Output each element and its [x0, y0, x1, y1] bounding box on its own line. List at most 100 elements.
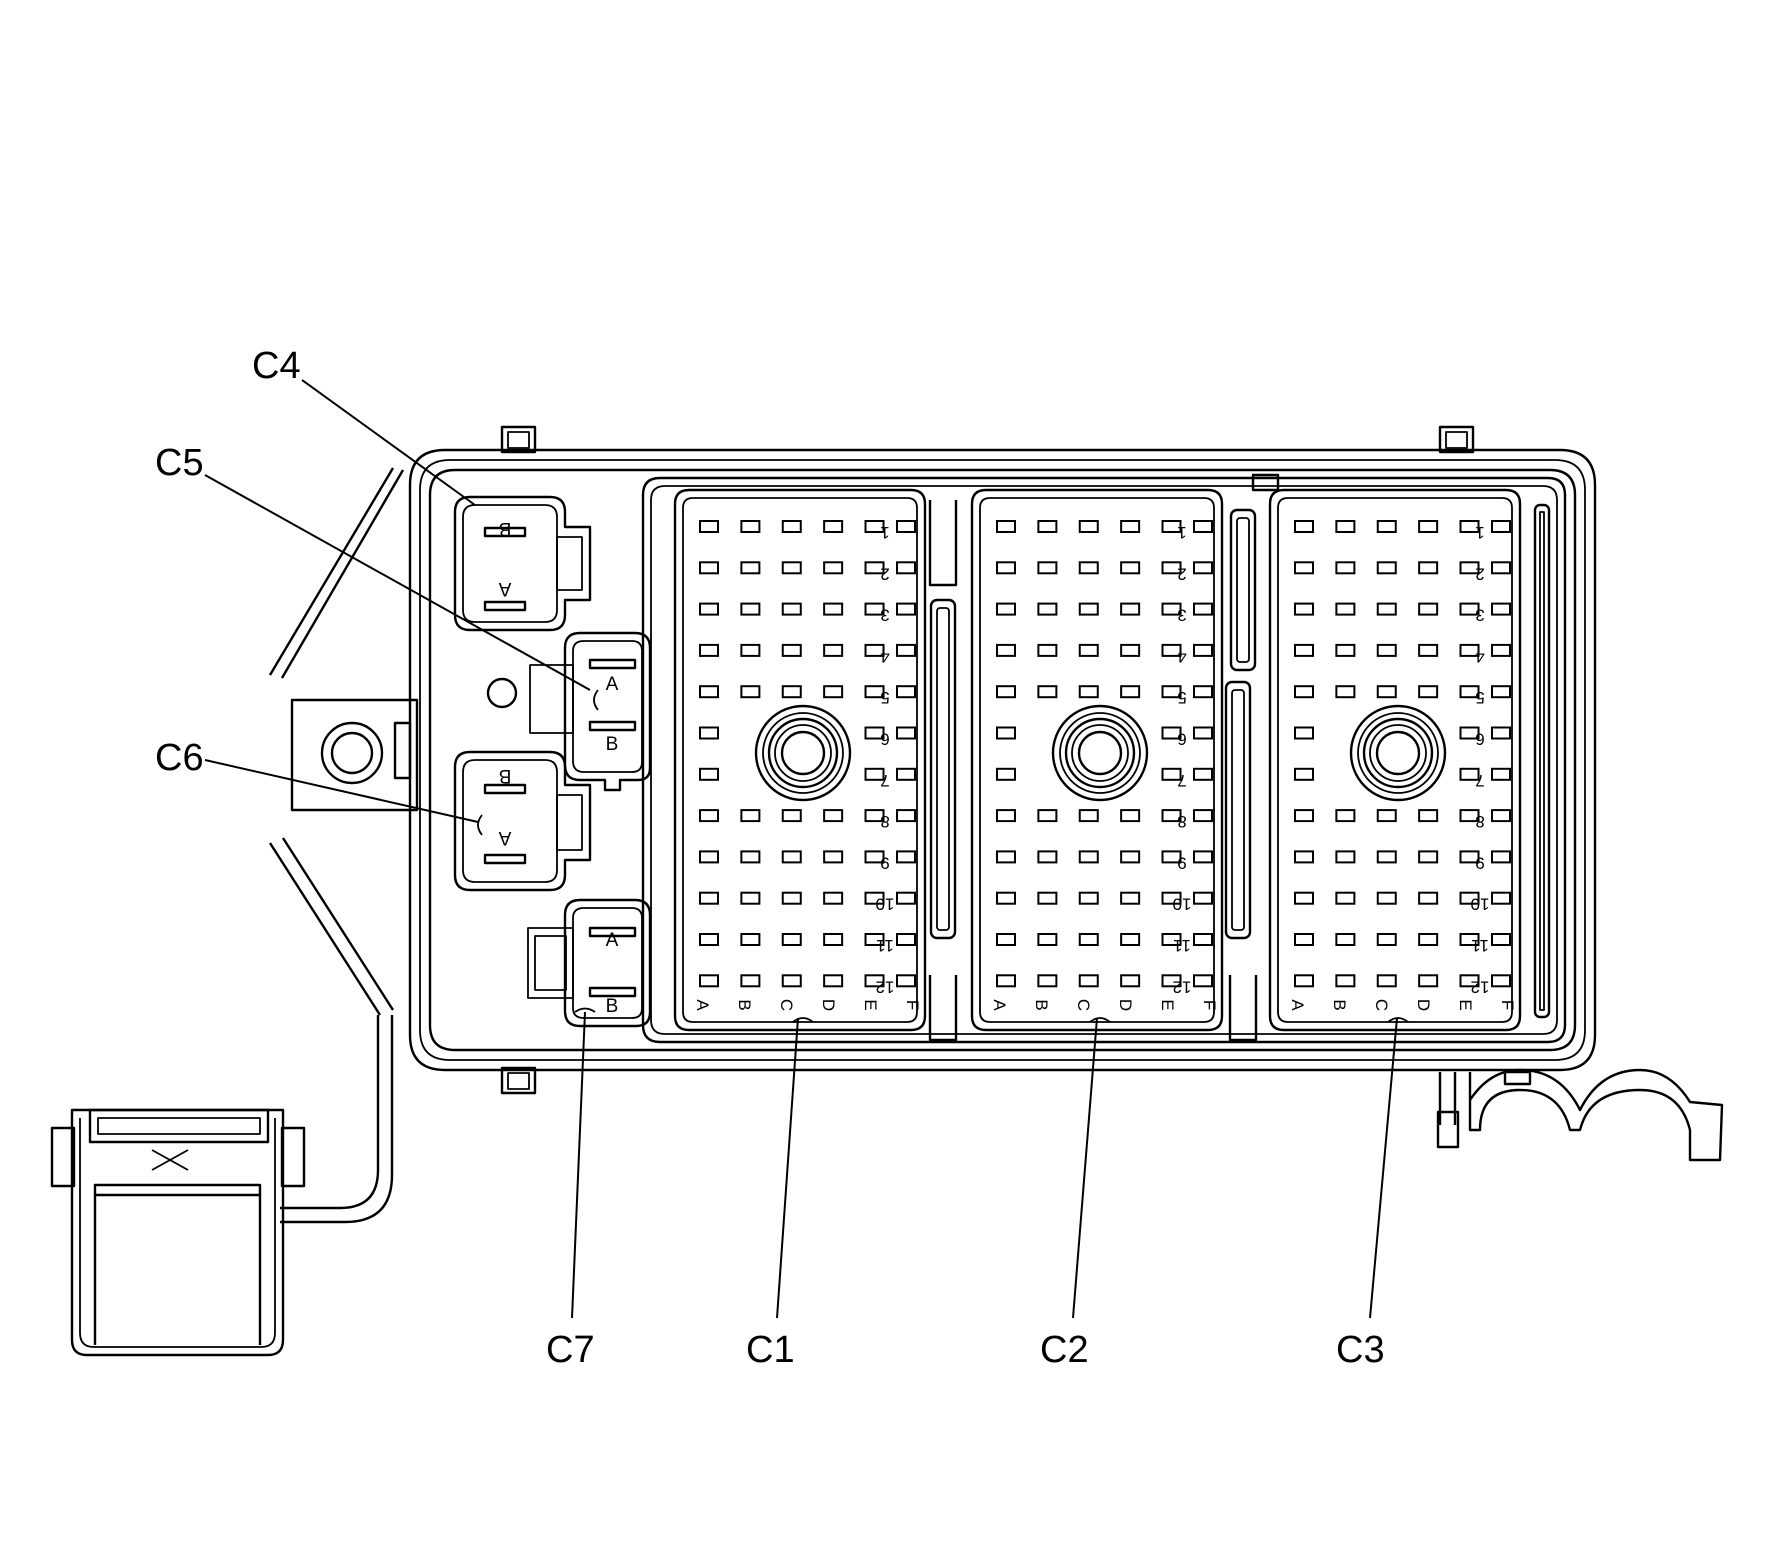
terminal-cavity — [1418, 561, 1439, 575]
terminal-cavity — [1491, 933, 1511, 946]
terminal-cavity — [740, 643, 761, 657]
terminal-cavity — [1161, 643, 1182, 657]
mark — [1089, 1017, 1111, 1023]
terminal-cavity — [1193, 520, 1213, 533]
row-label: 11 — [1173, 936, 1191, 955]
center-bolt-ring — [774, 724, 832, 782]
left-bracket — [268, 467, 518, 1224]
terminal-cavity — [896, 974, 916, 988]
column-label: E — [1456, 999, 1475, 1010]
column-label: C — [777, 999, 796, 1011]
terminal-cavity — [1418, 602, 1439, 616]
terminal-cavity — [1161, 891, 1182, 905]
terminal-cavity — [740, 561, 761, 575]
terminal-cavity — [1120, 891, 1141, 905]
terminal-cavity — [740, 891, 761, 905]
terminal-cavity — [1376, 685, 1397, 699]
terminal-cavity — [781, 685, 802, 699]
terminal-cavity — [1161, 520, 1182, 533]
terminal-cavity — [1078, 602, 1099, 616]
center-bolt-ring — [1064, 717, 1136, 789]
row-label: 9 — [1177, 853, 1186, 872]
terminal-cavity — [823, 891, 844, 905]
row-label: 3 — [880, 606, 889, 625]
terminal-cavity — [996, 933, 1016, 946]
terminal-cavity — [781, 643, 802, 657]
terminal-cavity — [896, 850, 916, 864]
terminal-cavity — [699, 809, 719, 823]
terminal-cavity — [1459, 685, 1480, 699]
terminal-cavity — [699, 602, 719, 616]
terminal-cavity — [781, 850, 802, 864]
terminal-cavity — [864, 643, 885, 657]
terminal-cavity — [781, 520, 802, 533]
terminal-cavity — [896, 809, 916, 823]
row-label: 5 — [1177, 688, 1186, 707]
terminal-cavity — [1161, 726, 1182, 740]
divider-notch — [928, 975, 958, 1042]
center-bolt-ring — [780, 730, 826, 776]
terminal-cavity — [781, 602, 802, 616]
terminal-cavity — [699, 643, 719, 657]
terminal-cavity — [1335, 685, 1356, 699]
terminal-cavity — [1078, 561, 1099, 575]
terminal-cavity — [996, 520, 1016, 533]
terminal-cavity — [740, 809, 761, 823]
terminal-cavity — [1294, 602, 1314, 616]
connector-c7-body — [527, 898, 652, 1028]
terminal-cavity — [896, 520, 916, 533]
terminal-cavity — [1037, 520, 1058, 533]
row-label: 4 — [1475, 647, 1484, 666]
terminal-cavity — [1193, 891, 1213, 905]
terminal-cavity — [1459, 850, 1480, 864]
row-label: 2 — [1177, 564, 1186, 583]
terminal-cavity — [1037, 891, 1058, 905]
terminal-cavity — [1491, 726, 1511, 740]
row-label: 1 — [1475, 523, 1484, 542]
callout-c6: C6 — [155, 737, 204, 779]
terminal-cavity — [1078, 809, 1099, 823]
terminal-cavity — [1078, 974, 1099, 988]
terminal-cavity — [823, 602, 844, 616]
terminal-cavity — [781, 809, 802, 823]
terminal-cavity — [1193, 974, 1213, 988]
column-label: D — [819, 999, 838, 1011]
terminal-cavity — [1335, 602, 1356, 616]
divider-notch — [1228, 975, 1258, 1042]
terminal-cavity — [699, 520, 719, 533]
terminal-cavity — [1193, 643, 1213, 657]
terminal-cavity — [699, 561, 719, 575]
terminal-cavity — [1120, 974, 1141, 988]
connector-c3-outline — [1268, 488, 1522, 1032]
connector-c3-inner-outline — [1277, 497, 1513, 1023]
terminal-cavity — [1078, 933, 1099, 946]
terminal-cavity — [1335, 561, 1356, 575]
column-label: B — [1032, 999, 1051, 1010]
terminal-cavity — [1193, 685, 1213, 699]
c6-pin-a: A — [498, 827, 511, 848]
connector-c5-body — [529, 631, 652, 792]
row-label: 9 — [880, 853, 889, 872]
terminal-cavity — [1294, 767, 1314, 781]
terminal-cavity — [1294, 685, 1314, 699]
c4-pin-a: A — [498, 578, 511, 599]
terminal-cavity — [864, 974, 885, 988]
terminal-cavity — [1294, 561, 1314, 575]
terminal-cavity — [699, 891, 719, 905]
terminal-cavity — [1376, 520, 1397, 533]
terminal-cavity — [1120, 933, 1141, 946]
callout-c3: C3 — [1336, 1329, 1385, 1371]
center-bolt-ring — [1051, 704, 1149, 802]
terminal-cavity — [1037, 974, 1058, 988]
connector-c2-outline — [970, 488, 1224, 1032]
terminal-cavity — [1335, 933, 1356, 946]
connector-c1-inner-outline — [682, 497, 918, 1023]
terminal-cavity — [1161, 809, 1182, 823]
callout-c7: C7 — [546, 1329, 595, 1371]
row-label: 10 — [1471, 895, 1490, 914]
terminal-cavity — [1161, 850, 1182, 864]
row-label: 9 — [1475, 853, 1484, 872]
terminal-cavity — [1037, 850, 1058, 864]
terminal-cavity — [1120, 643, 1141, 657]
